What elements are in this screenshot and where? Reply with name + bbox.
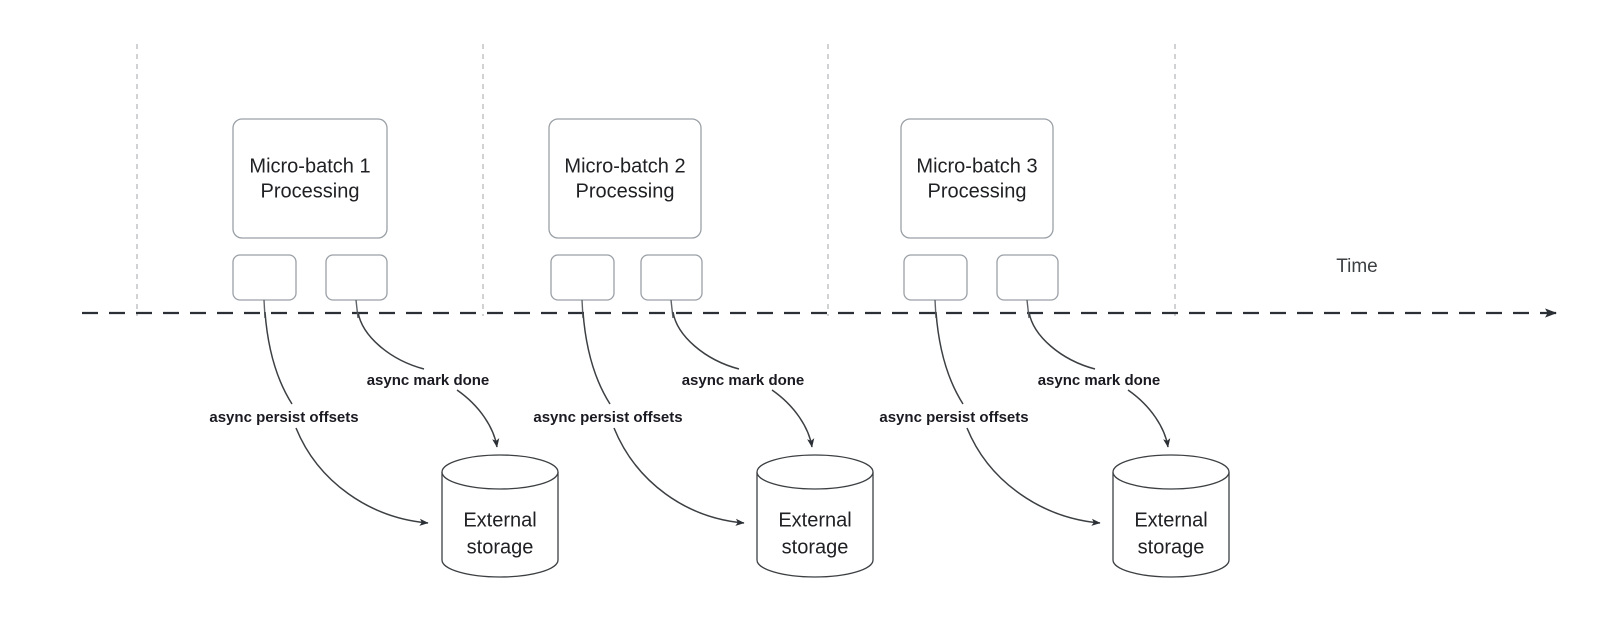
micro-batch-1-storage-label-line2: storage: [467, 536, 534, 558]
micro-batch-3-persist-task-box[interactable]: [903, 254, 968, 301]
micro-batch-3-label-line2: Processing: [928, 180, 1027, 202]
micro-batch-1-markdone-curve-upper: [357, 311, 425, 370]
micro-batch-3-persist-label: async persist offsets: [879, 409, 1028, 426]
micro-batch-1-label-line2: Processing: [261, 180, 360, 202]
micro-batch-2-persist-curve-lower: [613, 427, 745, 526]
micro-batch-2-persist-task-box[interactable]: [550, 254, 615, 301]
micro-batch-1-box[interactable]: [232, 118, 388, 239]
micro-batch-1-persist-task-box[interactable]: [232, 254, 297, 301]
micro-batch-3-markdone-stem: [1026, 299, 1030, 319]
micro-batch-2-label-line2: Processing: [576, 180, 675, 202]
micro-batch-3-persist-curve-upper: [935, 311, 964, 405]
micro-batch-2-label-line1: Micro-batch 2: [564, 155, 685, 177]
micro-batch-2-markdone-curve-upper: [672, 311, 740, 370]
time-axis: Time: [82, 256, 1557, 318]
micro-batch-2-storage-top: [756, 454, 874, 490]
micro-batch-2-markdone-curve-lower: [771, 389, 815, 448]
micro-batch-2-markdone-label: async mark done: [682, 372, 805, 389]
micro-batch-3-markdone-curve-lower: [1127, 389, 1171, 448]
micro-batch-2-persist-curve-upper: [582, 311, 611, 405]
micro-batch-2-markdone-stem: [670, 299, 674, 319]
micro-batch-1-external-storage[interactable]: External storage: [441, 454, 559, 578]
micro-batch-3-markdone-label: async mark done: [1038, 372, 1161, 389]
micro-batch-3-label-line1: Micro-batch 3: [916, 155, 1037, 177]
micro-batch-2-markdone-task-box[interactable]: [640, 254, 703, 301]
micro-batch-1-persist-label: async persist offsets: [209, 409, 358, 426]
micro-batch-1-markdone-curve-lower: [456, 389, 500, 448]
micro-batch-3-storage-body: [1112, 472, 1230, 578]
micro-batch-3-markdone-curve-upper: [1028, 311, 1096, 370]
micro-batch-group-1: Micro-batch 1 Processing async persist o…: [209, 118, 559, 578]
micro-batch-1-storage-top: [441, 454, 559, 490]
micro-batch-1-storage-label-line1: External: [463, 509, 536, 531]
micro-batch-3-storage-label-line1: External: [1134, 509, 1207, 531]
micro-batch-2-storage-label-line1: External: [778, 509, 851, 531]
micro-batch-1-label-line1: Micro-batch 1: [249, 155, 370, 177]
micro-batch-3-storage-top: [1112, 454, 1230, 490]
micro-batch-2-persist-label: async persist offsets: [533, 409, 682, 426]
micro-batch-3-storage-label-line2: storage: [1138, 536, 1205, 558]
micro-batch-3-box[interactable]: [900, 118, 1054, 239]
micro-batch-3-markdone-task-box[interactable]: [996, 254, 1059, 301]
micro-batch-1-markdone-stem: [355, 299, 359, 319]
micro-batch-group-3: Micro-batch 3 Processing async persist o…: [879, 118, 1230, 578]
micro-batch-2-box[interactable]: [548, 118, 702, 239]
micro-batch-group-2: Micro-batch 2 Processing async persist o…: [533, 118, 874, 578]
micro-batch-1-storage-body: [441, 472, 559, 578]
micro-batch-2-storage-body: [756, 472, 874, 578]
time-axis-label: Time: [1336, 256, 1378, 277]
micro-batch-1-markdone-label: async mark done: [367, 372, 490, 389]
micro-batch-1-persist-curve-lower: [295, 427, 429, 526]
micro-batch-1-persist-curve-upper: [264, 311, 293, 405]
micro-batch-2-external-storage[interactable]: External storage: [756, 454, 874, 578]
micro-batch-2-storage-label-line2: storage: [782, 536, 849, 558]
micro-batch-3-persist-curve-lower: [966, 427, 1101, 526]
micro-batch-1-markdone-task-box[interactable]: [325, 254, 388, 301]
micro-batch-3-external-storage[interactable]: External storage: [1112, 454, 1230, 578]
